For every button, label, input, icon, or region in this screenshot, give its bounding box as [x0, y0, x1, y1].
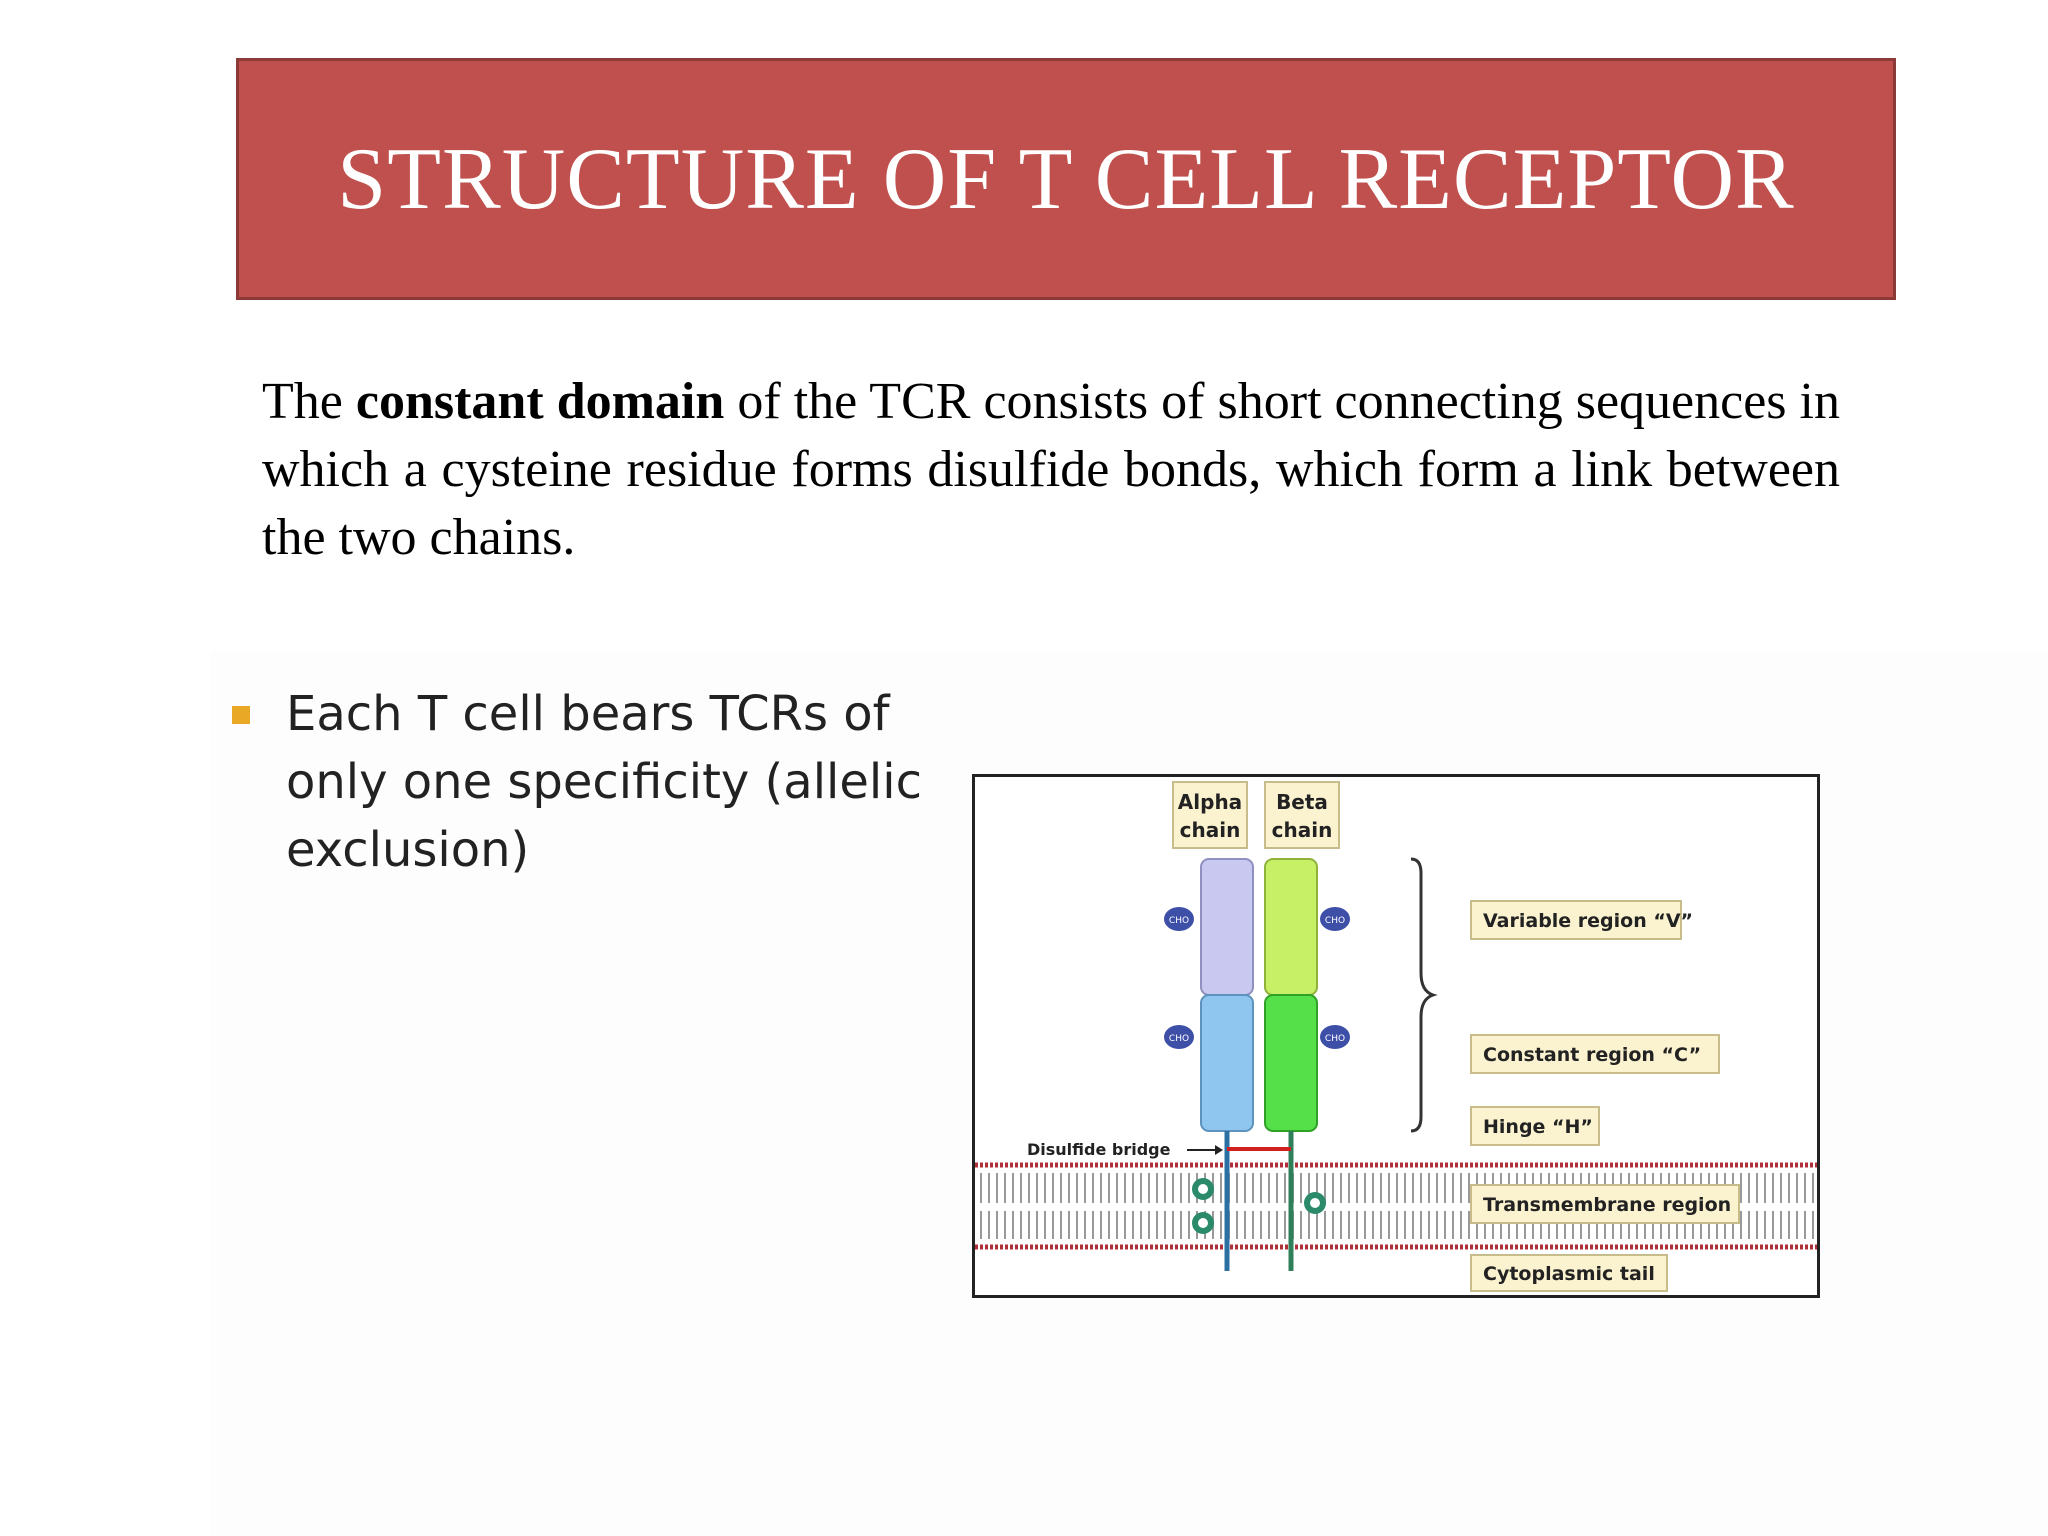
alpha-variable-domain — [1200, 858, 1254, 996]
alpha-constant-domain — [1200, 994, 1254, 1132]
hinge-text: Hinge “H” — [1483, 1116, 1593, 1138]
beta-label-line2: chain — [1272, 818, 1333, 842]
paragraph-rest: of the TCR consists of short connecting … — [262, 373, 1840, 566]
bullet-marker — [232, 706, 250, 724]
region-label-hinge: Hinge “H” — [1470, 1106, 1600, 1146]
cho-label-4: CHO — [1325, 1034, 1345, 1044]
region-label-variable: Variable region “V” — [1470, 900, 1693, 940]
alpha-label-line1: Alpha — [1178, 790, 1242, 814]
disulfide-label: Disulfide bridge — [1027, 1140, 1171, 1159]
title-banner: STRUCTURE OF T CELL RECEPTOR — [236, 58, 1896, 300]
paragraph-lead: The — [262, 373, 356, 430]
cytoplasmic-text: Cytoplasmic tail — [1483, 1263, 1655, 1285]
transmembrane-text: Transmembrane region — [1483, 1194, 1731, 1216]
cho-label-3: CHO — [1325, 916, 1345, 926]
region-label-transmembrane: Transmembrane region — [1470, 1184, 1740, 1224]
region-brace — [1410, 857, 1438, 1133]
region-label-cytoplasmic: Cytoplasmic tail — [1470, 1254, 1668, 1292]
bullet-text: Each T cell bears TCRs of only one speci… — [286, 686, 922, 878]
constant-region-text: Constant region “C” — [1483, 1044, 1701, 1066]
beta-label-line1: Beta — [1276, 790, 1328, 814]
charge-markers — [1192, 1178, 1326, 1234]
description-paragraph: The constant domain of the TCR consists … — [262, 368, 1840, 572]
alpha-label-line2: chain — [1180, 818, 1241, 842]
cho-label-2: CHO — [1169, 1034, 1189, 1044]
beta-constant-domain — [1264, 994, 1318, 1132]
slide-title: STRUCTURE OF T CELL RECEPTOR — [337, 130, 1795, 228]
cho-label-1: CHO — [1169, 916, 1189, 926]
tcr-diagram-svg: Alpha chain Beta chain Disulfide bridge — [975, 781, 1817, 1292]
beta-chain-label: Beta chain — [1264, 781, 1340, 849]
paragraph-bold: constant domain — [355, 373, 725, 430]
region-label-constant: Constant region “C” — [1470, 1034, 1720, 1074]
variable-region-text: Variable region “V” — [1483, 910, 1693, 932]
cho-glycans: CHO CHO CHO CHO — [1164, 907, 1350, 1049]
alpha-chain-label: Alpha chain — [1172, 781, 1248, 849]
tcr-diagram: Alpha chain Beta chain Disulfide bridge — [972, 774, 1820, 1298]
beta-variable-domain — [1264, 858, 1318, 996]
